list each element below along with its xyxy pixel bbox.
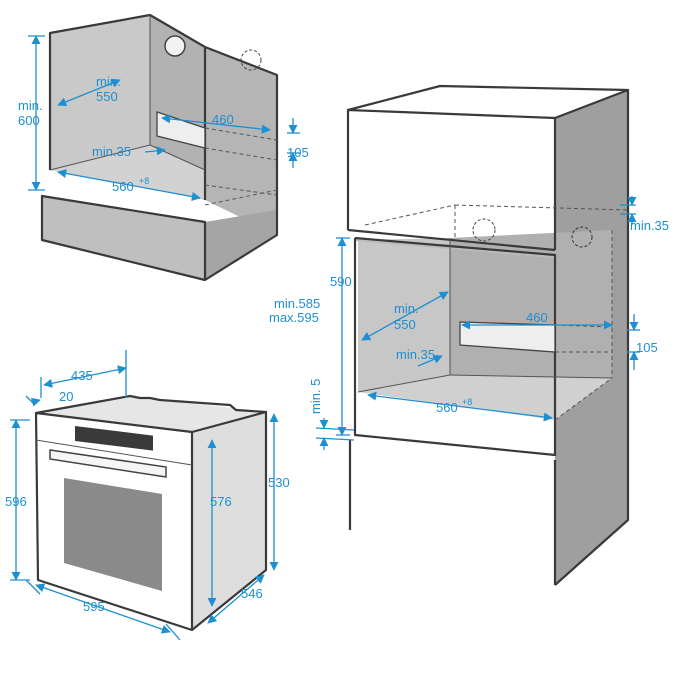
oven-control-depth-label: 435 (71, 368, 93, 383)
c2-cable-hole (571, 226, 593, 248)
c1-height-line: min. (18, 98, 43, 113)
c2-bottom-gap-label: min. 5 (308, 379, 323, 414)
c1-depth-value: 550 (96, 89, 118, 104)
oven-handle (49, 449, 167, 478)
cabinet-plinth (42, 196, 205, 280)
c2-vent-height-label: 105 (636, 340, 658, 355)
c2-width-tolerance: +8 (462, 397, 472, 407)
oven-unit (10, 350, 279, 641)
cable-hole (240, 49, 262, 71)
cabinet-right-wall (205, 47, 277, 235)
c2-back-gap-label: min.35 (396, 347, 435, 362)
oven-window (64, 478, 162, 591)
c1-width-tolerance: +8 (139, 176, 149, 186)
tall-cabinet (315, 84, 640, 586)
c1-depth-label: min. 550 (96, 74, 124, 104)
oven-display (75, 426, 153, 451)
oven-rear-height-label: 530 (268, 475, 290, 490)
c2-vent-width-label: 460 (526, 310, 548, 325)
c2-range-label: min.585 max.595 (269, 296, 324, 325)
c2-width-label: 560 (436, 400, 458, 415)
c1-back-gap-label: min.35 (92, 144, 131, 159)
oven-panel-depth-label: 20 (59, 389, 73, 404)
c2-top-gap-label: min.35 (630, 218, 669, 233)
c2-height-label: 590 (330, 274, 352, 289)
upper-unit-front (348, 110, 555, 250)
c1-vent-width-label: 460 (212, 112, 234, 127)
c2-range-max: max.595 (269, 310, 319, 325)
under-counter-cabinet (28, 13, 300, 282)
lower-unit-front (350, 440, 555, 575)
c1-depth-line: min. (96, 74, 121, 89)
c2-depth-label: min. 550 (394, 301, 422, 332)
oven-depth-label: 546 (241, 586, 263, 601)
c1-vent-height-label: 105 (287, 145, 309, 160)
c2-depth-value: 550 (394, 317, 416, 332)
c1-height-value: 600 (18, 113, 40, 128)
c1-width-label: 560 (112, 179, 134, 194)
c2-depth-line: min. (394, 301, 419, 316)
c2-vent-hole (472, 218, 496, 242)
c1-height-label: min. 600 (18, 98, 46, 128)
oven-total-height-label: 596 (5, 494, 27, 509)
oven-width-label: 595 (83, 599, 105, 614)
c2-range-min: min.585 (274, 296, 320, 311)
oven-top (36, 396, 266, 432)
oven-body-height-label: 576 (210, 494, 232, 509)
vent-hole (164, 35, 186, 57)
